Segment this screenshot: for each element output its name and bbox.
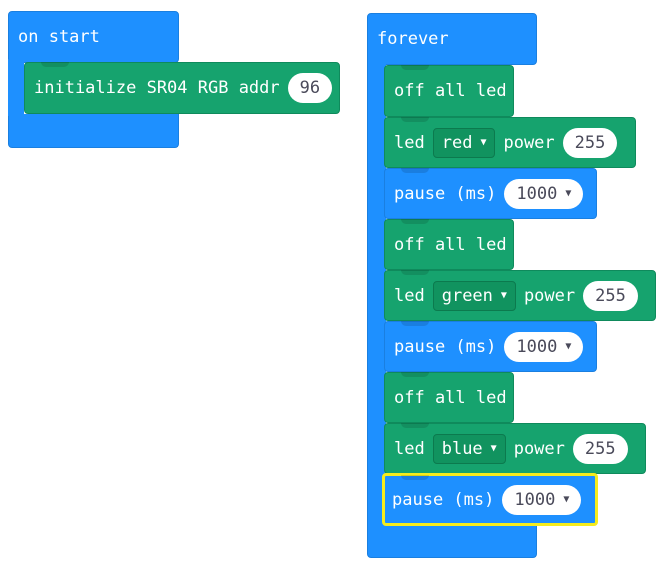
pause-block-selected[interactable]: pause (ms) 1000 ▼ [382, 473, 598, 526]
off-all-led-block[interactable]: off all led [384, 219, 514, 270]
led-label: led [394, 132, 425, 153]
on-start-block-footer[interactable] [8, 114, 179, 148]
addr-input[interactable]: 96 [287, 73, 333, 103]
initialize-label: initialize SR04 RGB addr [34, 78, 280, 98]
block-notch [401, 475, 429, 480]
block-notch [401, 117, 429, 122]
on-start-label: on start [18, 27, 100, 47]
addr-value: 96 [299, 78, 321, 98]
pause-label: pause (ms) [394, 336, 497, 357]
led-color-dropdown-green[interactable]: green ▼ [432, 280, 516, 311]
power-input[interactable]: 255 [583, 280, 638, 311]
power-input[interactable]: 255 [562, 127, 618, 158]
forever-label: forever [377, 29, 449, 49]
block-notch [401, 65, 429, 70]
led-color-value: green [441, 285, 493, 306]
led-color-dropdown-blue[interactable]: blue ▼ [432, 433, 506, 464]
pause-block[interactable]: pause (ms) 1000 ▼ [384, 168, 597, 219]
led-color-dropdown-red[interactable]: red ▼ [432, 127, 496, 158]
block-notch [401, 423, 429, 428]
block-notch [401, 168, 429, 173]
block-notch [401, 270, 429, 275]
block-notch [401, 321, 429, 326]
power-label: power [523, 285, 576, 306]
on-start-block-side [8, 60, 24, 116]
initialize-sr04-block[interactable]: initialize SR04 RGB addr 96 [24, 62, 340, 114]
led-color-value: red [441, 132, 473, 153]
on-start-block[interactable]: on start [8, 11, 179, 63]
pause-value: 1000 [516, 336, 558, 357]
power-label: power [503, 132, 555, 153]
led-red-power-block[interactable]: led red ▼ power 255 [384, 117, 636, 168]
caret-down-icon: ▼ [500, 290, 507, 301]
power-input[interactable]: 255 [572, 433, 628, 464]
led-green-power-block[interactable]: led green ▼ power 255 [384, 270, 656, 321]
off-all-led-block[interactable]: off all led [384, 372, 514, 423]
off-all-led-label: off all led [394, 387, 507, 408]
caret-down-icon: ▼ [565, 341, 572, 352]
power-label: power [513, 438, 565, 459]
pause-label: pause (ms) [394, 183, 497, 204]
caret-down-icon: ▼ [490, 443, 497, 454]
forever-block[interactable]: forever [367, 13, 537, 65]
power-value: 255 [574, 132, 606, 153]
forever-block-footer[interactable] [367, 524, 537, 558]
led-color-value: blue [441, 438, 483, 459]
pause-duration-dropdown[interactable]: 1000 ▼ [504, 331, 584, 362]
off-all-led-label: off all led [394, 81, 507, 101]
caret-down-icon: ▼ [565, 188, 572, 199]
off-all-led-label: off all led [394, 234, 507, 255]
pause-label: pause (ms) [392, 489, 495, 510]
led-label: led [394, 438, 425, 459]
power-value: 255 [595, 285, 626, 306]
caret-down-icon: ▼ [563, 494, 570, 505]
led-label: led [394, 285, 425, 306]
pause-value: 1000 [514, 489, 556, 510]
pause-duration-dropdown[interactable]: 1000 ▼ [504, 178, 584, 209]
caret-down-icon: ▼ [480, 137, 487, 148]
off-all-led-block[interactable]: off all led [384, 65, 514, 117]
power-value: 255 [584, 438, 616, 459]
forever-block-side [367, 60, 386, 530]
led-blue-power-block[interactable]: led blue ▼ power 255 [384, 423, 646, 474]
block-notch [401, 372, 429, 377]
pause-block[interactable]: pause (ms) 1000 ▼ [384, 321, 597, 372]
pause-value: 1000 [516, 183, 558, 204]
block-notch [41, 62, 69, 67]
block-notch [401, 219, 429, 224]
pause-duration-dropdown[interactable]: 1000 ▼ [502, 484, 582, 515]
